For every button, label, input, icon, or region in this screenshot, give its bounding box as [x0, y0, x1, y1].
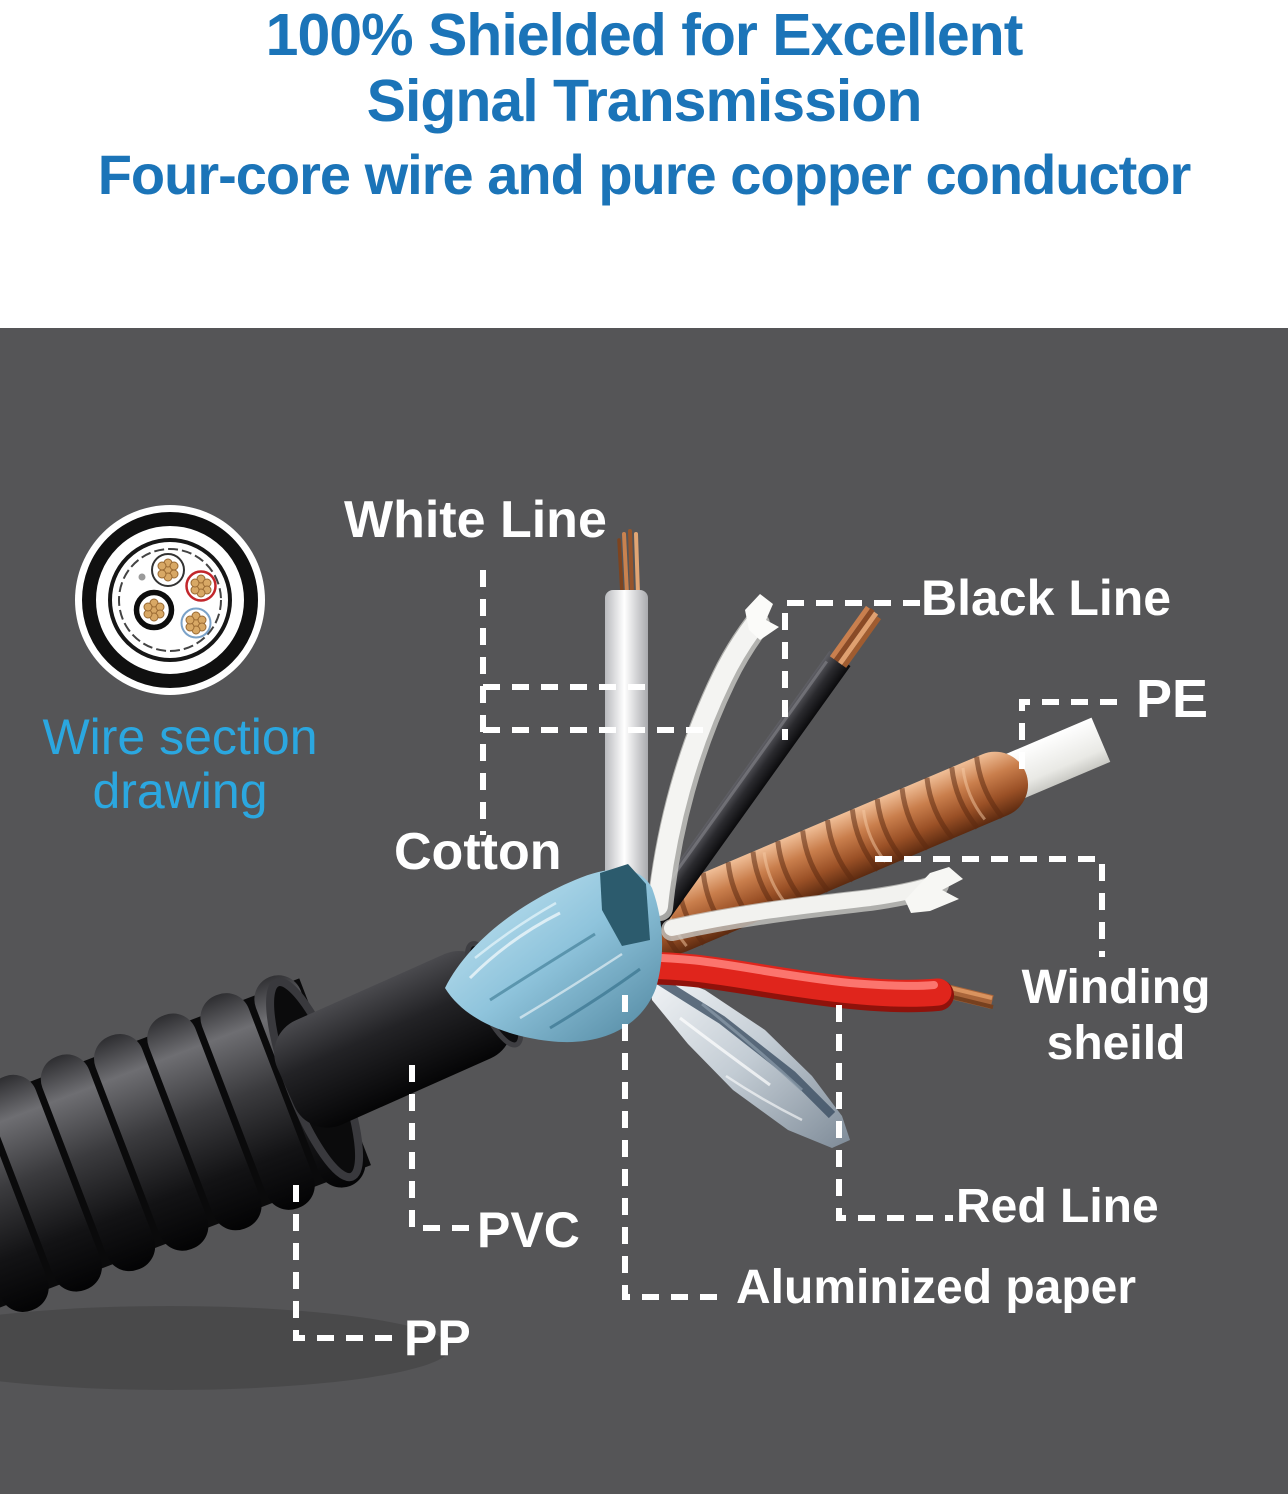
wire-section-caption-line1: Wire section — [42, 709, 318, 765]
heading-line-2: Signal Transmission — [366, 68, 923, 134]
subheading: Four-core wire and pure copper conductor — [97, 143, 1192, 206]
wire-section-diagram — [75, 505, 265, 695]
label-pe: PE — [1136, 669, 1209, 729]
label-aluminized-paper: Aluminized paper — [736, 1261, 1137, 1314]
label-black-line: Black Line — [921, 570, 1172, 626]
label-red-line: Red Line — [956, 1180, 1159, 1233]
red-line-wire — [614, 951, 994, 1013]
teal-wrap — [600, 864, 650, 946]
label-winding-line2: sheild — [1046, 1016, 1186, 1070]
wire-section-caption-line2: drawing — [92, 763, 268, 819]
label-pp: PP — [404, 1310, 471, 1366]
leader-pp — [293, 1185, 393, 1341]
label-white-line: White Line — [344, 491, 607, 549]
wire-section-caption: Wire section drawing — [15, 710, 345, 818]
leader-pvc — [409, 1065, 477, 1231]
cotton-filler-2 — [661, 867, 963, 941]
label-pvc: PVC — [477, 1202, 580, 1258]
leader-aluminized-paper — [622, 995, 720, 1300]
label-winding-shield: Winding sheild — [1000, 960, 1232, 1071]
leader-winding-shield — [875, 856, 1105, 957]
label-winding-line1: Winding — [1021, 961, 1211, 1014]
conductor-red — [185, 570, 217, 602]
conductor-white-2 — [180, 607, 212, 639]
conductor-white-1 — [151, 553, 185, 587]
tube-shadow — [0, 1306, 450, 1390]
leader-pe — [1019, 699, 1117, 780]
cotton-filler-1 — [647, 594, 779, 921]
label-cotton: Cotton — [394, 823, 562, 881]
cable-illustration — [0, 505, 1117, 1390]
leader-white-line-cotton — [480, 570, 705, 835]
aluminized-foil — [648, 968, 850, 1148]
photo-panel: White Line Black Line PE Cotton Winding … — [0, 328, 1288, 1494]
leader-black-line — [782, 600, 920, 740]
conductor-shielded — [133, 589, 175, 631]
header: 100% Shielded for Excellent Signal Trans… — [0, 0, 1288, 328]
leader-red-line — [836, 1005, 953, 1221]
heading-line-1: 100% Shielded for Excellent — [265, 2, 1024, 68]
white-line-wire — [605, 529, 648, 888]
